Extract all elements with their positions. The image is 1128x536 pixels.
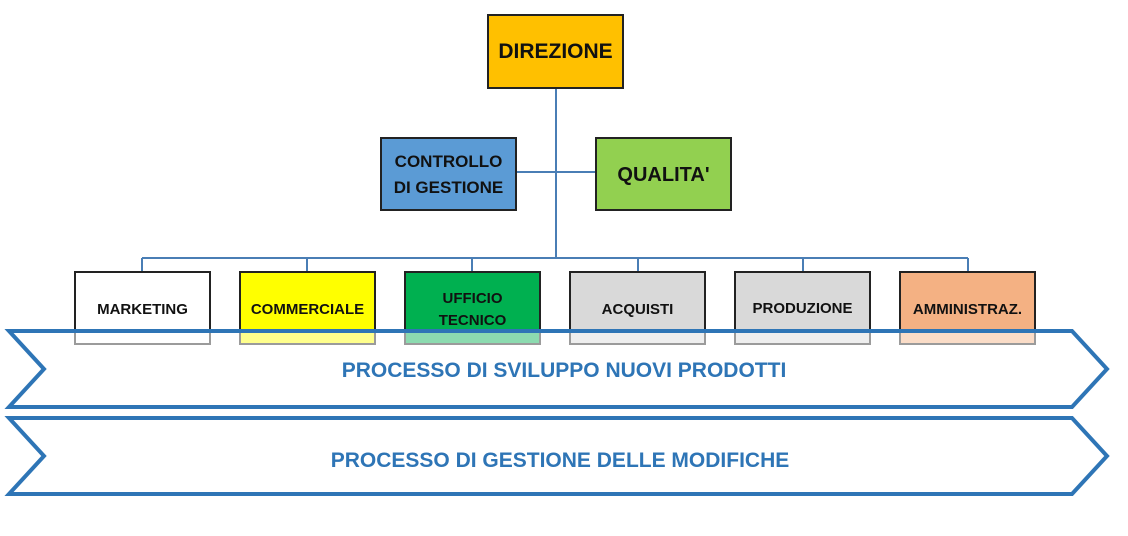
department-label-produzione: PRODUZIONE	[752, 300, 852, 317]
department-label-marketing: MARKETING	[97, 301, 188, 318]
connector-lines	[141, 88, 969, 272]
department-label-acquisti: ACQUISTI	[602, 301, 674, 318]
direzione-rect	[487, 14, 624, 89]
department-label-ufficio-tecnico-line-2: TECNICO	[439, 312, 507, 329]
controllo-label-line-2: DI GESTIONE	[394, 178, 504, 197]
process-arrow-modifiche: PROCESSO DI GESTIONE DELLE MODIFICHE	[4, 416, 1110, 496]
department-label-commerciale: COMMERCIALE	[251, 301, 364, 318]
controllo-label-line-1: CONTROLLO	[395, 152, 503, 171]
process-label-sviluppo: PROCESSO DI SVILUPPO NUOVI PRODOTTI	[342, 359, 787, 382]
controllo-di-gestione-box: CONTROLLO DI GESTIONE	[380, 137, 517, 211]
department-label-ufficio-tecnico-line-1: UFFICIO	[443, 290, 503, 307]
process-arrow-sviluppo: PROCESSO DI SVILUPPO NUOVI PRODOTTI	[4, 329, 1110, 409]
qualita-label: QUALITA'	[617, 164, 709, 186]
controllo-di-gestione-rect	[380, 137, 517, 211]
process-arrow-shape-sviluppo	[4, 329, 1110, 409]
direzione-box: DIREZIONE	[487, 14, 624, 89]
qualita-box: QUALITA'	[595, 137, 732, 211]
process-label-modifiche: PROCESSO DI GESTIONE DELLE MODIFICHE	[331, 449, 790, 472]
process-arrow-shape-modifiche	[4, 416, 1110, 496]
department-label-amministrazione: AMMINISTRAZ.	[913, 301, 1022, 318]
direzione-label: DIREZIONE	[498, 40, 612, 63]
qualita-rect	[595, 137, 732, 211]
